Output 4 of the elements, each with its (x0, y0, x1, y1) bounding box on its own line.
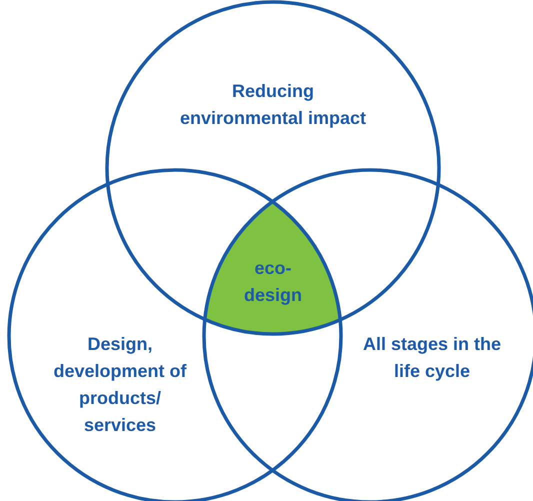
circle-label: All stages in the life cycle (362, 333, 502, 383)
overlap-label: eco-design (242, 256, 303, 307)
circle-label: Design, development of products/ services (52, 333, 188, 437)
circle-label: Reducing environmental impact (178, 80, 368, 130)
